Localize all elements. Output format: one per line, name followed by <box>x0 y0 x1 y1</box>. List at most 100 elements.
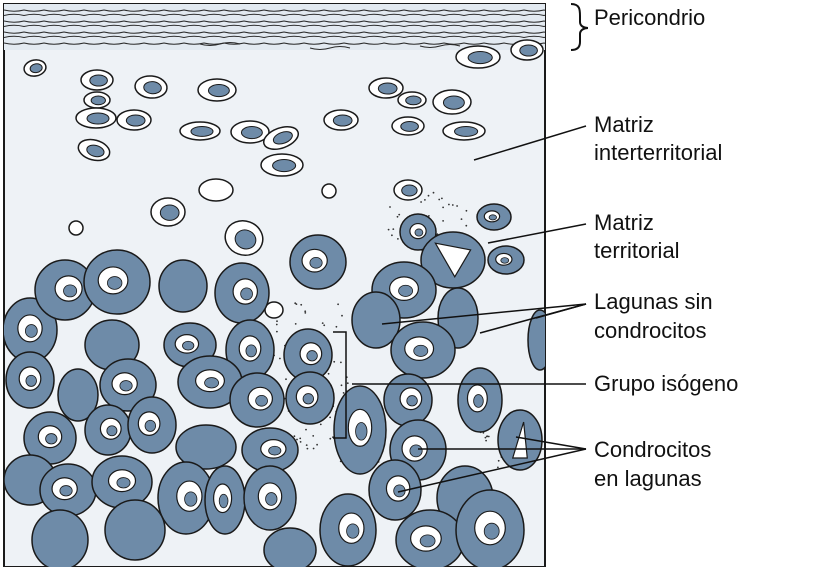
cartilage-cell <box>321 183 337 199</box>
cartilage-cell <box>225 319 275 381</box>
chondrocyte-nucleus <box>488 214 497 221</box>
label-interterritorial-matrix-line2: interterritorial <box>594 140 723 165</box>
cartilage-cell <box>39 463 97 517</box>
lacuna <box>434 242 472 278</box>
stipple-dot <box>337 303 339 306</box>
cartilage-cell <box>127 396 177 454</box>
stipple-dot <box>285 378 287 381</box>
empty-lacuna <box>68 220 84 236</box>
perichondrium-fibers <box>4 9 545 50</box>
stipple-dot <box>387 228 390 231</box>
cartilage-cell <box>197 78 237 102</box>
stipple-dot <box>296 438 298 441</box>
cartilage-cell <box>241 427 299 473</box>
stipple-dot <box>389 206 391 208</box>
chondrocyte <box>86 144 105 158</box>
cartilage-cell <box>395 509 465 567</box>
chondrocyte-nucleus <box>265 492 278 506</box>
chondrocyte-nucleus <box>413 344 429 357</box>
stipple-dot <box>441 197 443 200</box>
cartilage-cell <box>68 220 84 236</box>
stipple-dot <box>432 191 435 194</box>
cartilage-cell <box>390 321 456 379</box>
cartilage-cell <box>75 107 117 129</box>
empty-lacuna <box>263 527 317 567</box>
chondrocyte <box>143 81 162 95</box>
stipple-dot <box>316 443 318 446</box>
chondrocyte-nucleus <box>306 350 318 362</box>
chondrocyte-nucleus <box>406 395 418 407</box>
chondrocyte-nucleus <box>45 433 58 445</box>
cartilage-cell <box>442 121 486 141</box>
stipple-dot <box>497 466 499 469</box>
chondrocyte-nucleus <box>204 377 220 389</box>
cartilage-cell <box>198 178 234 202</box>
stipple-dot <box>327 372 330 375</box>
cartilage-cell <box>368 459 422 521</box>
stipple-dot <box>460 218 463 221</box>
stipple-dot <box>485 439 487 442</box>
leader-lines <box>352 125 587 493</box>
stipple-dot <box>448 203 450 206</box>
empty-lacuna <box>351 291 401 349</box>
label-chondrocytes-line2: en lagunas <box>594 466 702 491</box>
cartilage-cell <box>83 91 111 109</box>
cartilage-cell <box>4 297 58 363</box>
stipple-dot <box>294 323 297 325</box>
cartilage-cell <box>432 89 472 115</box>
cartilage-cell <box>229 372 285 428</box>
empty-lacuna <box>158 259 208 313</box>
stipple-dot <box>305 444 308 446</box>
cartilage-cell <box>23 411 77 465</box>
stipple-dot <box>293 435 296 438</box>
fiber-line <box>4 42 545 45</box>
empty-lacuna <box>175 424 237 470</box>
stipple-dot <box>342 392 345 394</box>
chondrocyte-nucleus <box>419 534 436 548</box>
chondrocyte <box>89 74 108 87</box>
cartilage-cell <box>455 45 501 69</box>
chondrocyte-nucleus <box>255 395 268 407</box>
chondrocyte <box>29 63 43 74</box>
chondrocyte <box>405 95 422 106</box>
chondrocyte <box>240 126 263 140</box>
cartilage-cell <box>175 424 237 470</box>
stipple-dot <box>275 323 278 326</box>
cartilage-cell <box>323 109 359 131</box>
chondrocyte-nucleus <box>116 477 131 489</box>
chondrocyte <box>207 84 230 98</box>
cartilage-cell <box>368 77 404 99</box>
cartilage-cell <box>104 499 166 561</box>
leader-empty-lacunae-1 <box>381 303 587 325</box>
cartilage-cell <box>83 249 151 315</box>
cartilage-cell <box>289 234 347 290</box>
cartilage-cell <box>319 493 377 567</box>
cartilage-cell <box>157 461 215 535</box>
chondrocyte-nucleus <box>302 393 315 405</box>
fiber-line <box>4 20 545 23</box>
cartilage-cell <box>31 509 89 567</box>
stipple-dot <box>392 228 395 231</box>
cartilage-cell <box>333 385 387 475</box>
cell-layer <box>4 39 545 567</box>
chondrocyte <box>234 229 257 250</box>
chondrocyte-nucleus <box>409 444 423 458</box>
leader-chondrocytes-3 <box>515 436 587 450</box>
cartilage-cell <box>420 231 486 289</box>
cartilage-cell <box>262 126 300 150</box>
chondrocyte-nucleus <box>483 522 500 540</box>
cartilage-cell <box>214 262 270 324</box>
chondrocyte-nucleus <box>25 374 37 387</box>
label-empty-lacunae-line2: condrocitos <box>594 318 707 343</box>
chondrocyte-nucleus <box>218 493 229 509</box>
chondrocyte-nucleus <box>309 257 323 269</box>
fiber-line <box>309 46 351 50</box>
chondrocyte-nucleus <box>119 380 133 392</box>
stipple-dot <box>304 310 307 313</box>
empty-lacuna <box>321 183 337 199</box>
stipple-dot <box>391 234 393 237</box>
chondrocyte <box>377 82 398 95</box>
stipple-dot <box>424 199 426 201</box>
cartilage-cell <box>91 455 153 509</box>
